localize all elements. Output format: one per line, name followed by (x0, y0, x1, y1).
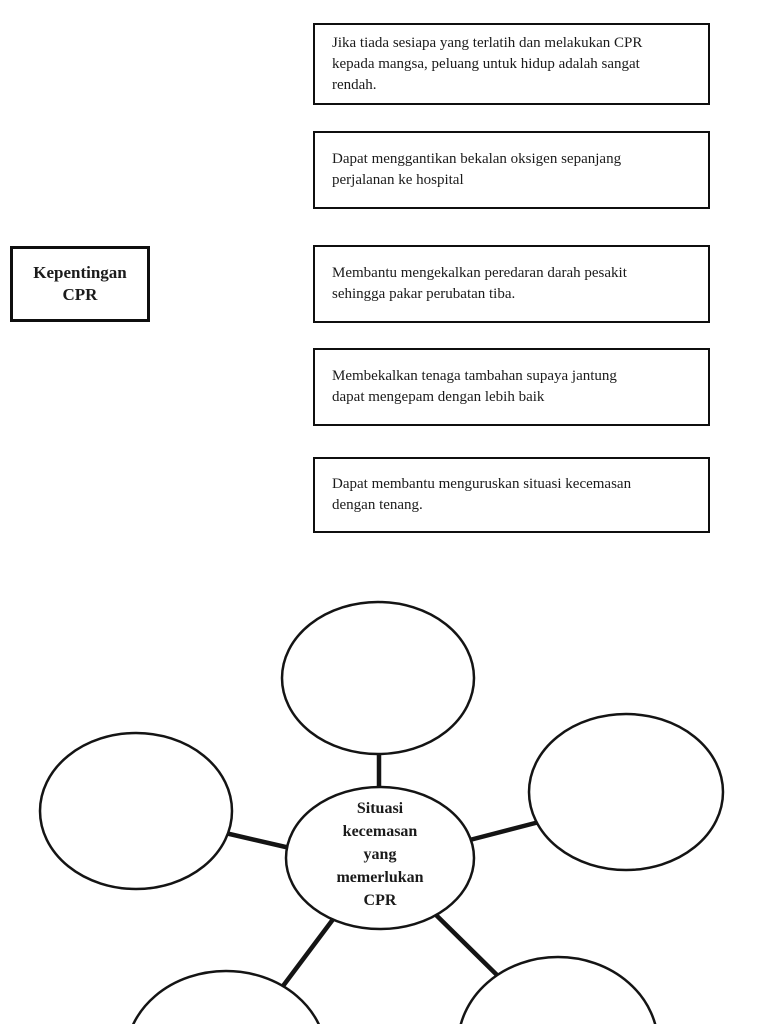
satellite-ellipse-left (38, 731, 234, 891)
title-box-kepentingan-cpr: Kepentingan CPR (10, 246, 150, 322)
connector-bottom-left (278, 916, 336, 992)
importance-box-4-text: Membekalkan tenaga tambahan supaya jantu… (332, 368, 617, 405)
importance-box-4: Membekalkan tenaga tambahan supaya jantu… (313, 348, 710, 426)
importance-box-1: Jika tiada sesiapa yang terlatih dan mel… (313, 23, 710, 105)
mindmap-diagram (38, 600, 725, 1024)
importance-box-3-text: Membantu mengekalkan peredaran darah pes… (332, 265, 627, 302)
connector-right (461, 818, 544, 845)
importance-box-5: Dapat membantu menguruskan situasi kecem… (313, 457, 710, 533)
importance-box-3: Membantu mengekalkan peredaran darah pes… (313, 245, 710, 323)
importance-box-5-text: Dapat membantu menguruskan situasi kecem… (332, 476, 632, 513)
satellite-ellipse-bottom-left (131, 969, 321, 1024)
satellite-ellipse-bottom-right (459, 955, 657, 1024)
center-ellipse (284, 785, 476, 931)
connector-bottom-right (431, 910, 502, 980)
importance-box-2-text: Dapat menggantikan bekalan oksigen sepan… (332, 151, 622, 188)
center-ellipse-label: Situasi kecemasan yang memerlukan CPR (336, 800, 424, 909)
satellite-ellipse-top (280, 600, 476, 756)
mindmap-connectors (220, 746, 544, 992)
satellite-ellipse-right (527, 712, 725, 872)
importance-box-1-text: Jika tiada sesiapa yang terlatih dan mel… (332, 34, 643, 93)
connector-left (220, 829, 291, 851)
importance-box-2: Dapat menggantikan bekalan oksigen sepan… (313, 131, 710, 209)
